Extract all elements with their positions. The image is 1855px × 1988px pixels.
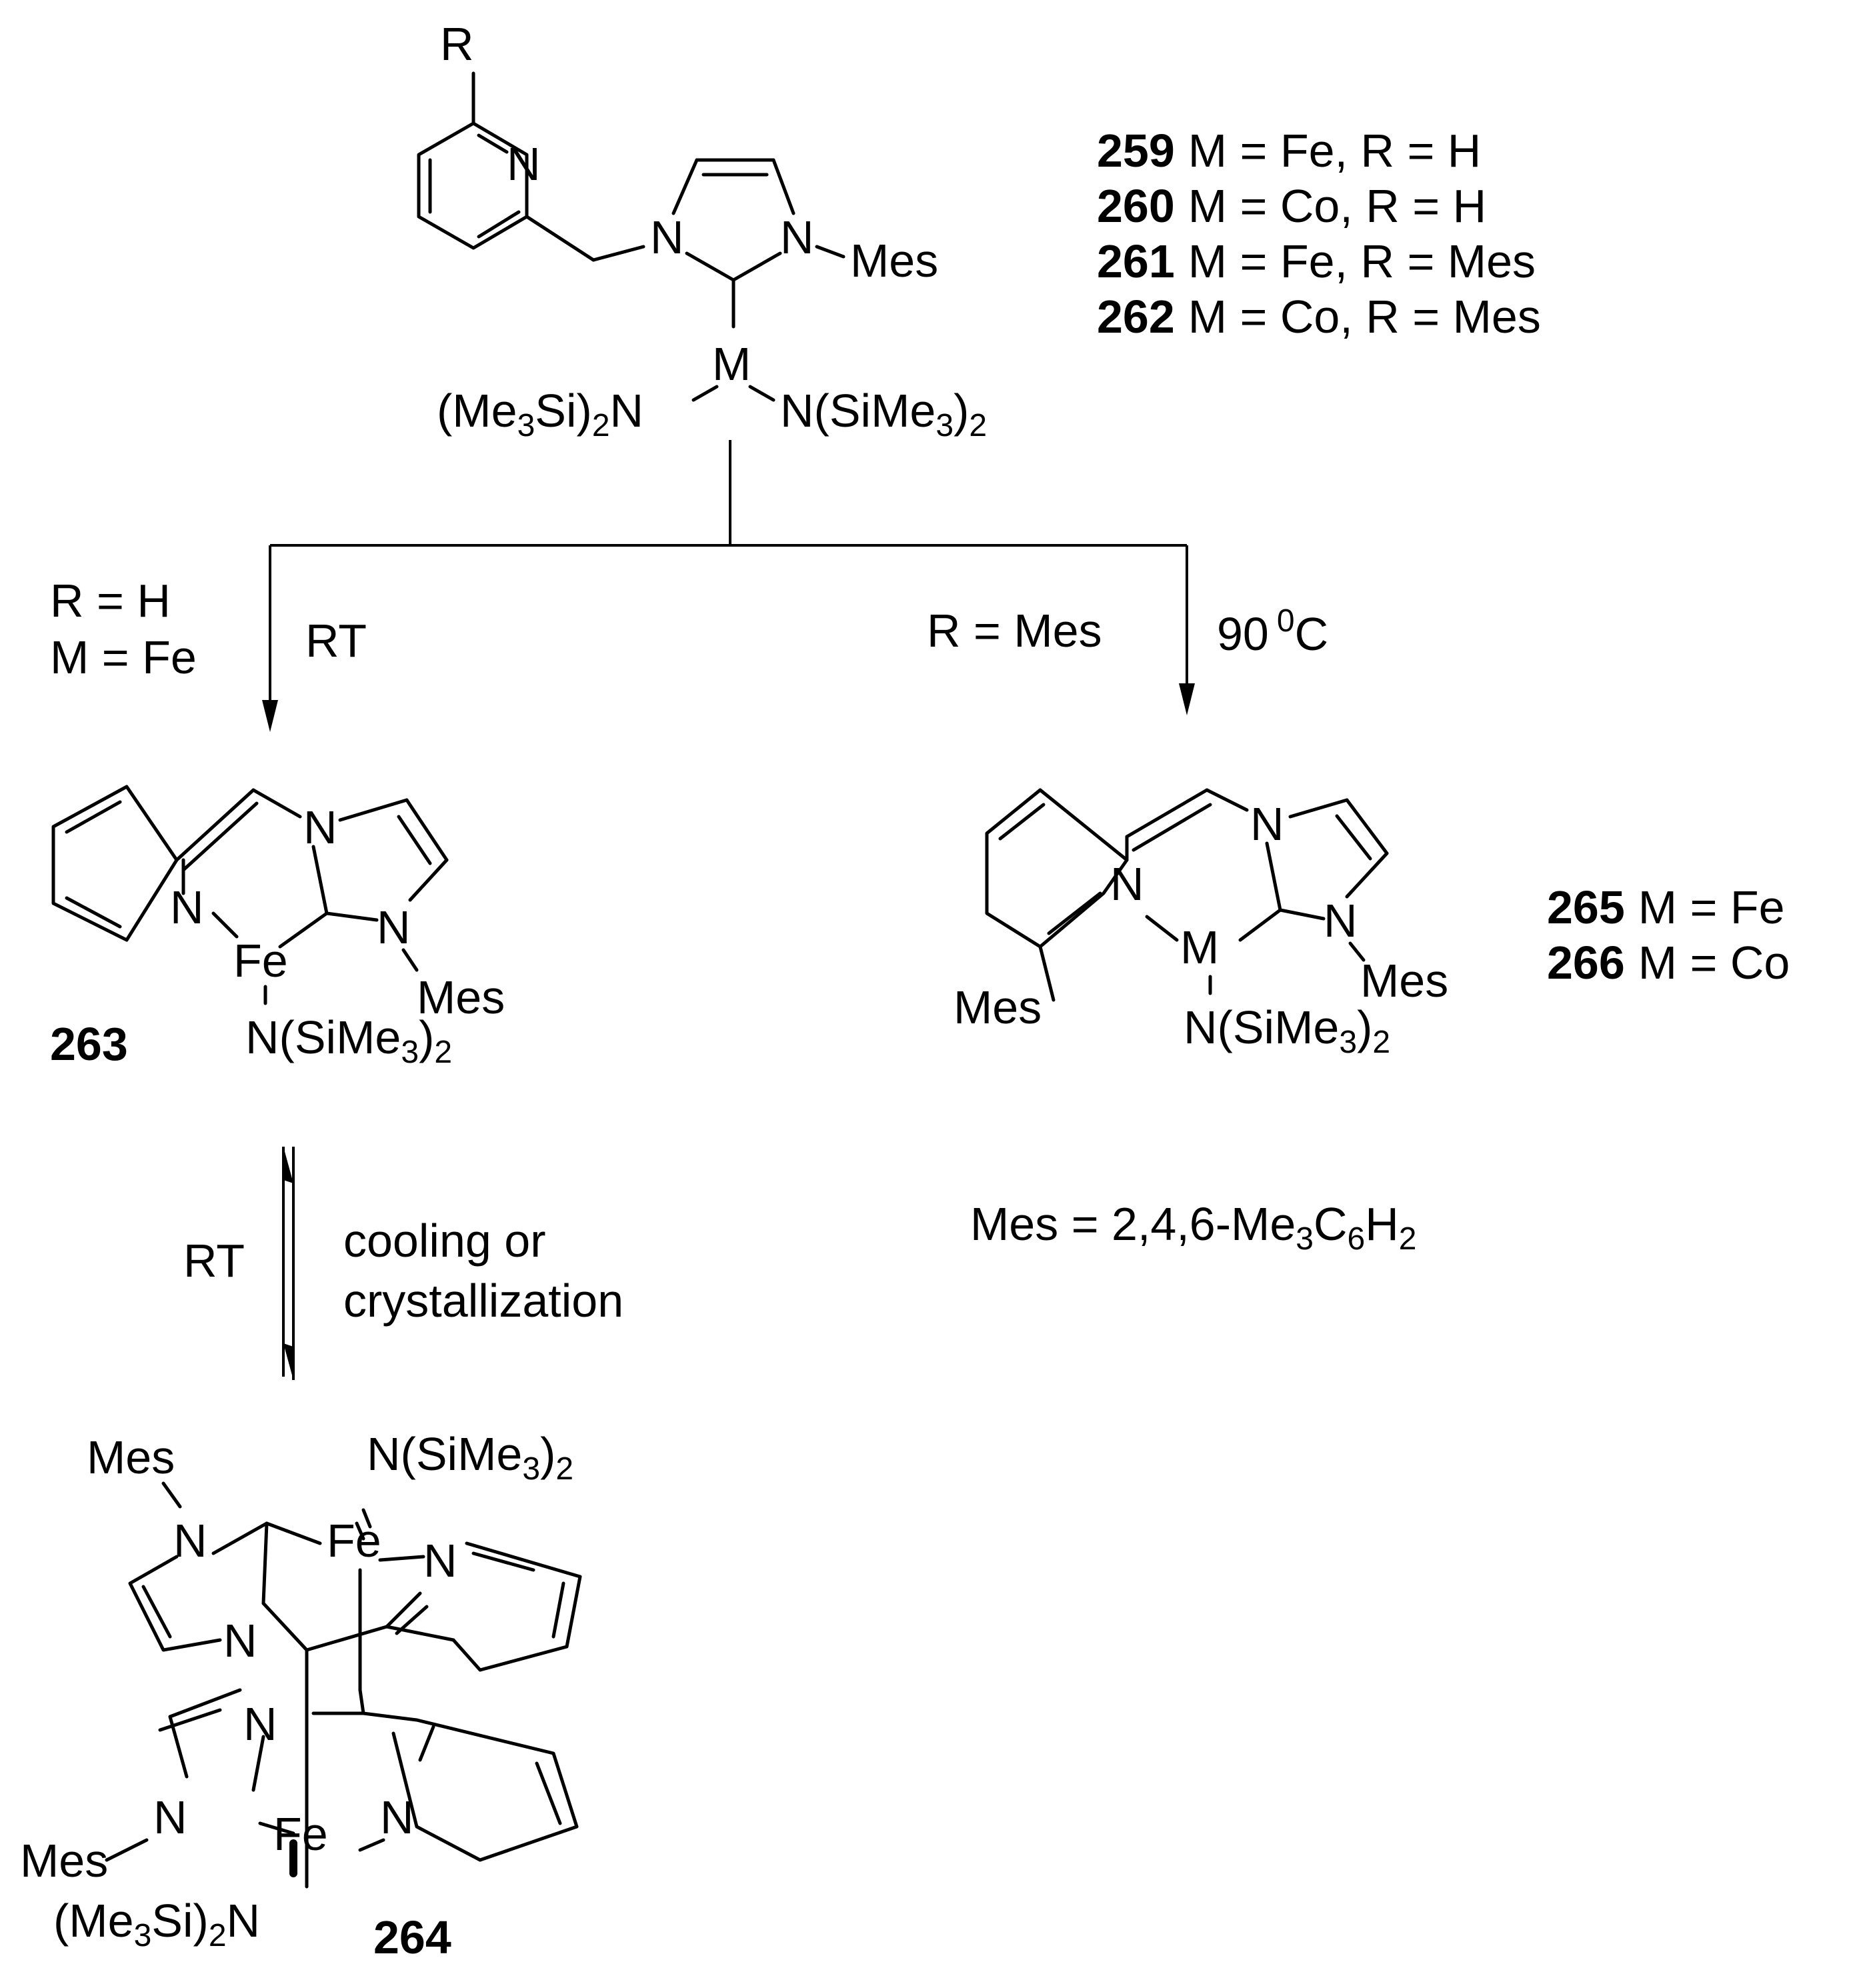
n-top-label: N	[1250, 798, 1284, 850]
n-c-label: N	[243, 1698, 277, 1750]
mes-left-label: Mes	[954, 981, 1042, 1033]
left-reagent: RT	[305, 615, 367, 667]
amide-bottom-label: (Me3Si)2N	[53, 1895, 260, 1953]
arrow-head-left	[262, 700, 278, 732]
fe-top-label: Fe	[327, 1515, 381, 1567]
equilibrium-arrows	[282, 1147, 295, 1380]
amide-left-label: (Me3Si)2N	[437, 385, 643, 443]
arrow-head-up	[283, 1147, 293, 1183]
metal-label: M	[1180, 921, 1219, 973]
equilibrium-left-label: RT	[183, 1235, 245, 1287]
amide-right-label: N(SiMe3)2	[780, 385, 987, 443]
n-pyridine-top-label: N	[423, 1535, 457, 1587]
r-group-label: R	[440, 18, 474, 70]
compound-264-structure: Mes N(SiMe3)2 N Fe N N N N Fe N Mes (Me3…	[20, 1428, 582, 1953]
compound-263-label: 263	[50, 1018, 128, 1070]
right-condition: R = Mes	[927, 605, 1102, 657]
left-condition-r: R = H	[50, 575, 171, 627]
mes-definition: Mes = 2,4,6-Me3C6H2	[970, 1198, 1417, 1257]
left-condition-m: M = Fe	[50, 631, 197, 683]
imidazole-n1-label: N	[650, 211, 684, 263]
pyridine-n-label: N	[507, 138, 541, 190]
mes-right-label: Mes	[1360, 955, 1448, 1007]
equilibrium-right-line1: cooling or	[343, 1215, 546, 1267]
n-mes-label: N	[377, 901, 411, 953]
equilibrium-right-line2: crystallization	[343, 1275, 623, 1327]
n-mes-label: N	[1324, 895, 1358, 947]
arrow-head-down	[283, 1343, 293, 1380]
compound-263-structure: N N N Fe Mes N(SiMe3)2	[51, 785, 505, 1070]
mes-top-label: Mes	[87, 1431, 175, 1483]
fe-label: Fe	[233, 935, 288, 987]
n-a-label: N	[173, 1515, 207, 1567]
amide-label: N(SiMe3)2	[245, 1011, 452, 1070]
n-d-label: N	[153, 1791, 187, 1843]
n-pyridine-bottom-label: N	[380, 1791, 414, 1843]
arrow-head-right	[1179, 683, 1195, 715]
compound-264-label: 264	[373, 1911, 451, 1963]
reactant-structure: R N N N Mes M (Me3Si)2N N(SiMe3)2	[417, 18, 987, 443]
metal-label: M	[712, 338, 751, 390]
compound-265-structure: N N N M Mes Mes N(SiMe3)2	[954, 788, 1448, 1060]
fe-bottom-label: Fe	[273, 1808, 328, 1860]
n-b-label: N	[223, 1615, 257, 1667]
mes-label: Mes	[417, 971, 505, 1023]
n-pyridine-label: N	[1110, 858, 1144, 910]
branch-arrows	[262, 440, 1195, 732]
imidazole-n2-label: N	[780, 211, 814, 263]
amide-top-label: N(SiMe3)2	[367, 1428, 573, 1487]
mes-label: Mes	[850, 235, 938, 287]
n-pyridine-label: N	[170, 881, 204, 933]
n-top-label: N	[303, 801, 337, 853]
mes-bottom-label: Mes	[20, 1835, 108, 1887]
amide-label: N(SiMe3)2	[1184, 1001, 1390, 1060]
